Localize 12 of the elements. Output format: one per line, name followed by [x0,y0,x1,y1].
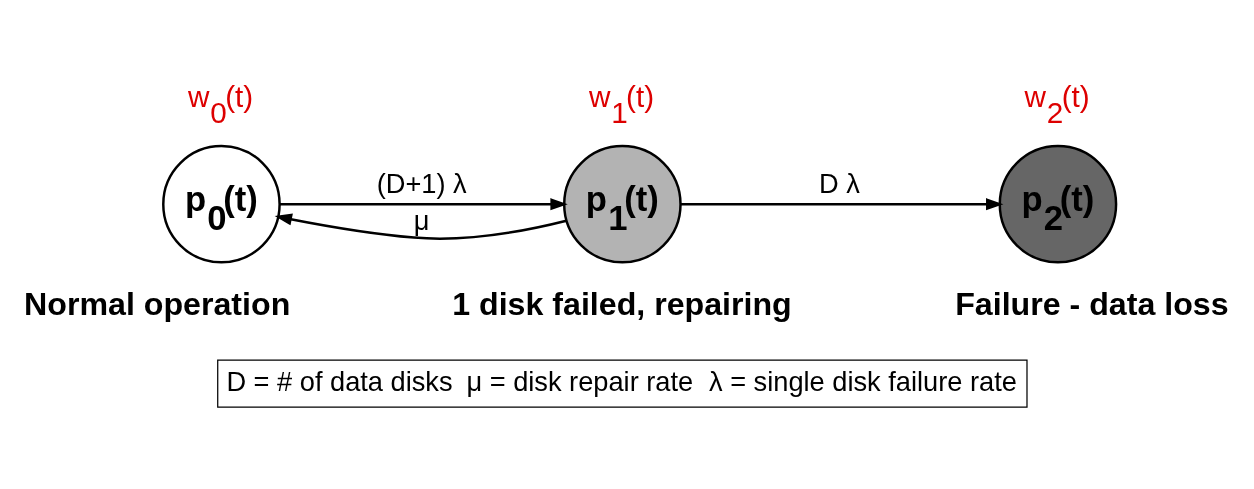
edge-label: (D+1) λ [376,167,467,199]
label: D = # of data disks [226,365,453,397]
edge-label: D λ [819,167,860,199]
arrow [680,197,1004,210]
label: μ = disk repair rate [466,365,694,397]
node-label: Normal operation [24,285,291,322]
node-label: 1 disk failed, repairing [452,285,792,322]
node-label: Failure - data loss [955,285,1229,322]
arrow [274,212,567,240]
edge-label: μ [413,204,430,236]
arrow [279,197,568,210]
label: λ = single disk failure rate [708,365,1017,397]
